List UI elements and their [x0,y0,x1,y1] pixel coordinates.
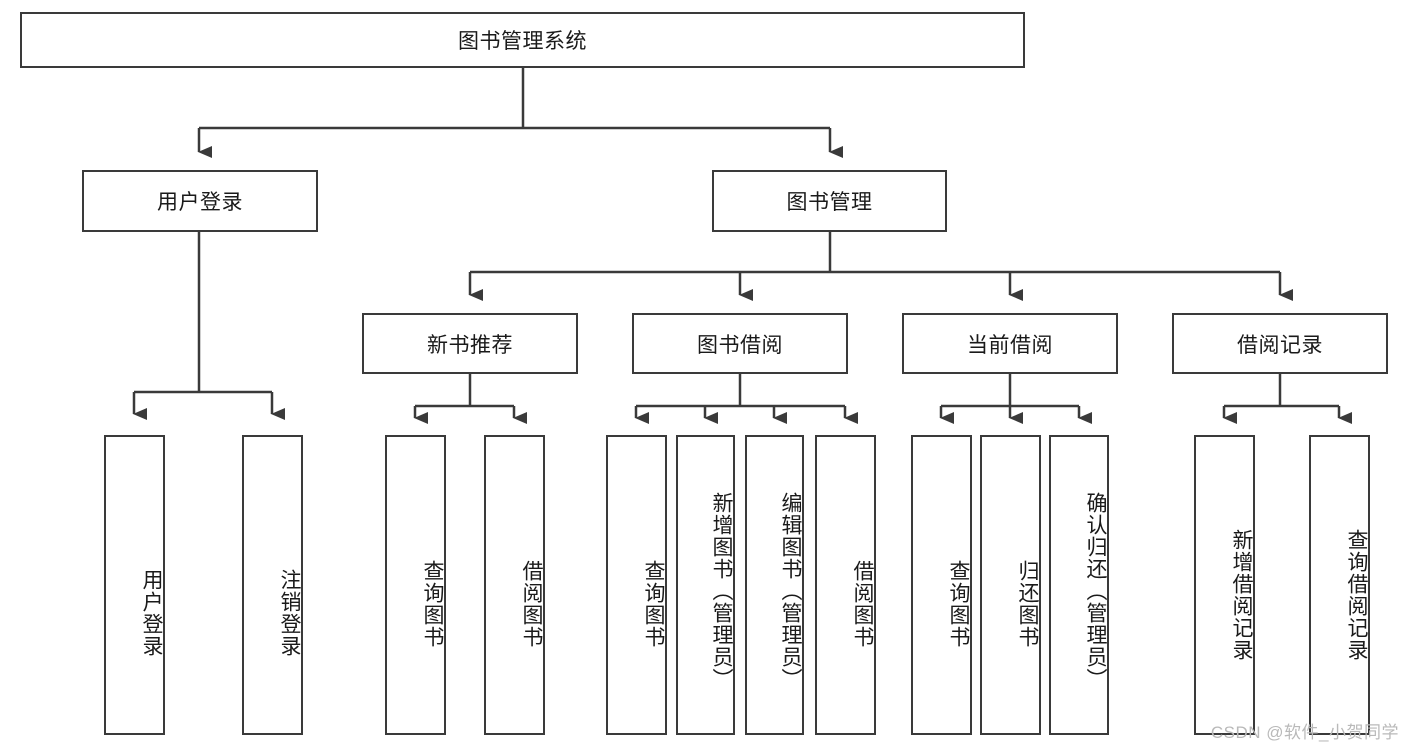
node-borrow-record[interactable]: 借阅记录 [1172,313,1388,374]
leaf-borrow-book-recommend[interactable]: 借阅图书 [484,435,545,735]
leaf-logout[interactable]: 注销登录 [242,435,303,735]
leaf-query-book-borrow[interactable]: 查询图书 [606,435,667,735]
leaf-return-book[interactable]: 归还图书 [980,435,1041,735]
node-user-login[interactable]: 用户登录 [82,170,318,232]
leaf-borrow-book[interactable]: 借阅图书 [815,435,876,735]
node-current-borrow[interactable]: 当前借阅 [902,313,1118,374]
node-root[interactable]: 图书管理系统 [20,12,1025,68]
leaf-confirm-return-admin[interactable]: 确认归还（管理员） [1049,435,1109,735]
leaf-user-login[interactable]: 用户登录 [104,435,165,735]
node-book-management[interactable]: 图书管理 [712,170,947,232]
leaf-query-borrow-record[interactable]: 查询借阅记录 [1309,435,1370,735]
leaf-edit-book-admin[interactable]: 编辑图书（管理员） [745,435,804,735]
leaf-add-borrow-record[interactable]: 新增借阅记录 [1194,435,1255,735]
watermark: CSDN @软件_小贺同学 [1210,723,1399,742]
node-new-book-recommend[interactable]: 新书推荐 [362,313,578,374]
leaf-query-book-recommend[interactable]: 查询图书 [385,435,446,735]
node-book-borrow[interactable]: 图书借阅 [632,313,848,374]
leaf-add-book-admin[interactable]: 新增图书（管理员） [676,435,735,735]
leaf-query-book-current[interactable]: 查询图书 [911,435,972,735]
